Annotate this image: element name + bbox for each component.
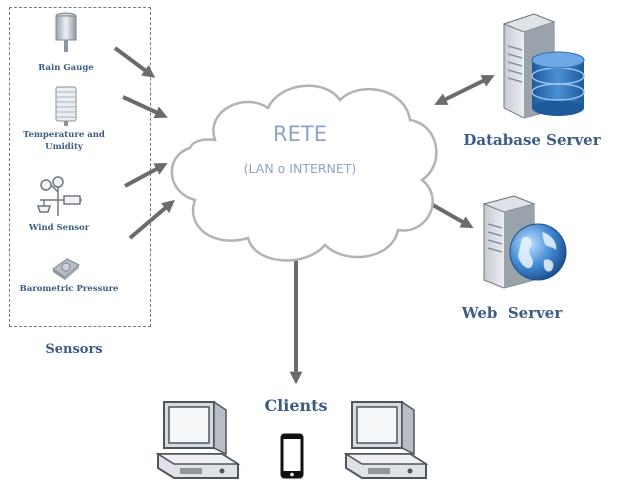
sensors-group-box: [9, 7, 151, 327]
network-subtitle: (LAN o INTERNET): [243, 161, 357, 176]
sensor-label-wind: Wind Sensor: [28, 223, 90, 233]
network-cloud: [170, 84, 438, 262]
clients-label: Clients: [264, 396, 328, 415]
arrow-rain-to-network: [113, 46, 156, 78]
web-server-icon: [482, 195, 567, 289]
anemometer-icon: [36, 176, 82, 216]
barometer-icon: [52, 258, 80, 280]
smartphone-icon: [280, 433, 304, 479]
database-server-icon: [502, 13, 585, 119]
sensor-label-rain-gauge: Rain Gauge: [38, 63, 94, 73]
desktop-computer-icon: [156, 400, 241, 479]
sensor-label-temperature: Temperature and Umidity: [23, 130, 105, 152]
thermometer-shelter-icon: [55, 86, 77, 126]
desktop-computer-icon: [344, 400, 429, 479]
rain-gauge-icon: [55, 12, 77, 52]
arrow-network-database: [434, 75, 495, 105]
network-title: RETE: [273, 122, 327, 146]
sensor-label-barometric: Barometric Pressure: [19, 284, 119, 294]
database-server-label: Database Server: [463, 131, 601, 149]
arrow-wind-to-network: [124, 162, 168, 188]
sensors-group-label: Sensors: [45, 342, 103, 357]
web-server-label: Web Server: [461, 304, 563, 322]
arrow-temperature-to-network: [122, 95, 168, 119]
